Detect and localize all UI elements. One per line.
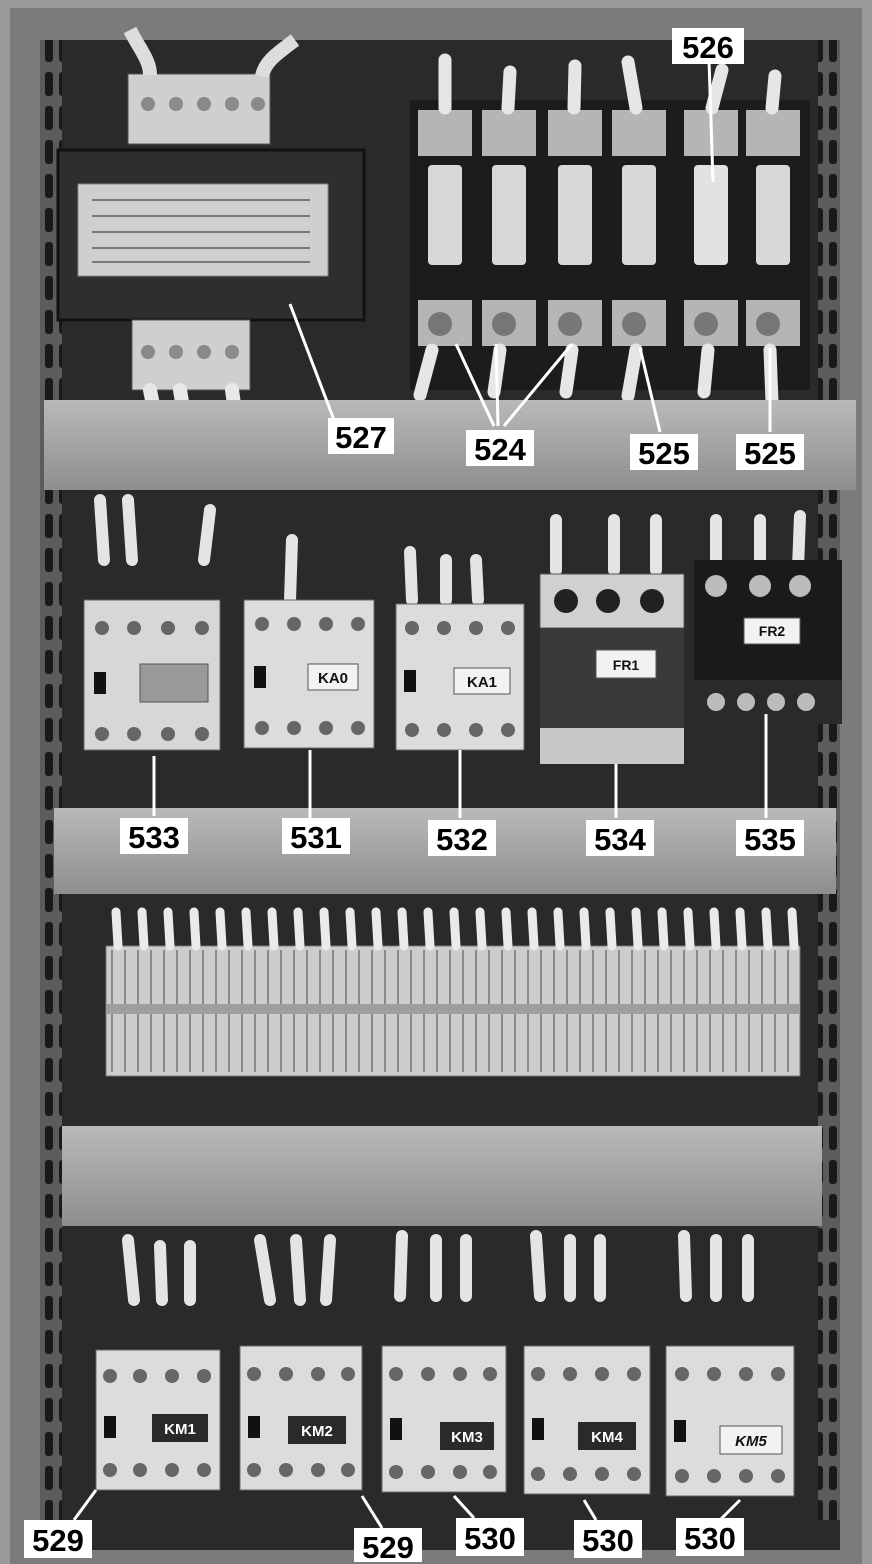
shelf-1 — [44, 400, 856, 490]
relay-tag-ka0: KA0 — [318, 670, 348, 687]
callout-531: 531 — [282, 818, 350, 855]
callout-534-text: 534 — [594, 822, 646, 857]
contactor-tag-km4: KM4 — [591, 1429, 623, 1446]
callout-530-c: 530 — [676, 1518, 744, 1556]
callout-530-a-text: 530 — [464, 1521, 516, 1556]
fuse-6 — [746, 110, 800, 346]
callout-529-a-text: 529 — [32, 1523, 84, 1558]
callout-526: 526 — [672, 28, 744, 65]
contactor-km4: KM4 — [523, 1345, 651, 1495]
callout-534: 534 — [586, 820, 654, 857]
callout-527-text: 527 — [335, 420, 387, 455]
relay-532: KA1 — [395, 603, 525, 751]
overload-relay-535: FR2 — [694, 560, 842, 724]
callout-532-text: 532 — [436, 822, 488, 857]
contactor-km5: KM5 — [665, 1345, 795, 1497]
transformer — [56, 26, 366, 437]
contactor-tag-km2: KM2 — [301, 1423, 333, 1440]
callout-525-a: 525 — [630, 434, 698, 471]
contactor-tag-km3: KM3 — [451, 1429, 483, 1446]
relay-tag-ka1: KA1 — [467, 674, 497, 691]
callout-535: 535 — [736, 820, 804, 857]
fuse-2 — [482, 110, 536, 346]
callout-530-b: 530 — [574, 1520, 642, 1558]
callout-530-c-text: 530 — [684, 1521, 736, 1556]
callout-525-b-text: 525 — [744, 436, 796, 471]
fuse-holder-row — [410, 53, 810, 409]
contactor-row: KM1 KM2 KM3 — [95, 1230, 795, 1497]
callout-535-text: 535 — [744, 822, 796, 857]
contactor-km3: KM3 — [381, 1345, 507, 1493]
callout-529-b-text: 529 — [362, 1530, 414, 1564]
callout-leaders — [72, 59, 772, 1529]
overload-relay-534: FR1 — [539, 573, 685, 764]
callout-524-text: 524 — [474, 432, 526, 467]
relay-tag-fr1: FR1 — [613, 657, 640, 673]
relay-531: KA0 — [243, 599, 375, 749]
terminal-block-strip — [105, 907, 801, 1077]
callout-527: 527 — [328, 418, 394, 455]
callout-529-a: 529 — [24, 1520, 92, 1558]
callout-526-text: 526 — [682, 30, 734, 65]
callout-530-b-text: 530 — [582, 1523, 634, 1558]
callout-533: 533 — [120, 818, 188, 855]
callout-525-a-text: 525 — [638, 436, 690, 471]
callout-labels: 526 527 524 525 525 533 531 532 534 535 … — [24, 28, 804, 1564]
fuse-1 — [418, 110, 472, 346]
contactor-tag-km5: KM5 — [735, 1433, 767, 1450]
relay-tag-fr2: FR2 — [759, 623, 786, 639]
callout-530-a: 530 — [456, 1518, 524, 1556]
fuse-4 — [612, 110, 666, 346]
shelf-3 — [62, 1126, 822, 1226]
callout-524: 524 — [466, 430, 534, 467]
callout-529-b: 529 — [354, 1528, 422, 1564]
contactor-km2: KM2 — [239, 1345, 363, 1491]
contactor-tag-km1: KM1 — [164, 1421, 196, 1438]
contactor-km1: KM1 — [95, 1349, 221, 1491]
callout-532: 532 — [428, 820, 496, 857]
callout-533-text: 533 — [128, 820, 180, 855]
right-slotted-duct — [818, 40, 840, 1520]
callout-525-b: 525 — [736, 434, 804, 471]
control-relay-row: KA0 KA1 FR1 FR2 — [83, 494, 842, 764]
callout-531-text: 531 — [290, 820, 342, 855]
relay-533 — [83, 599, 221, 751]
fuse-3 — [548, 110, 602, 346]
